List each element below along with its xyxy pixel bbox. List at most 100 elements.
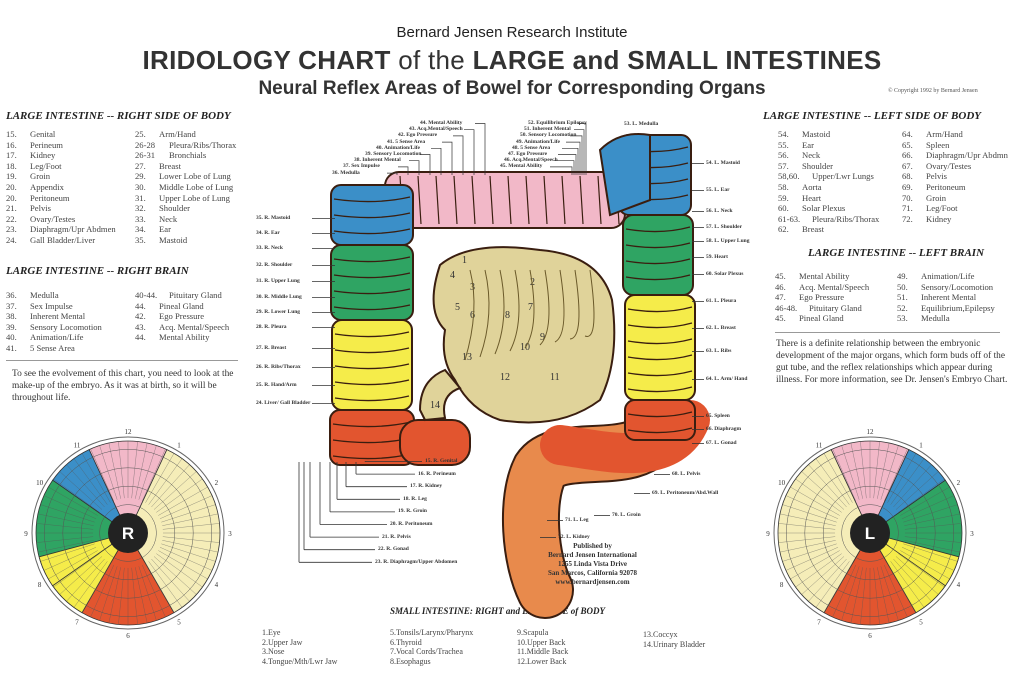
list-item: 46.Acq. Mental/Speech [775,282,869,293]
item-number: 33. [135,213,146,224]
iris-fiber [880,566,899,621]
iris-fiber [801,556,845,595]
item-number: 64. [902,129,913,139]
item-number: 70. [902,192,913,203]
list-item: 69.Peritoneum [902,182,1008,193]
iris-fiber [48,486,98,516]
item-number: 2. [262,637,268,647]
iris-fiber [779,540,836,553]
list-item: 24.Gall Bladder/Liver [6,235,126,246]
item-number: 43. [135,321,146,332]
haustra-line [525,175,530,225]
iris-fiber [162,536,220,543]
haustra-line [597,175,602,225]
list-item: 16.Perineum [6,140,126,151]
leader-line [475,123,486,175]
diagram-label: 59. Heart [706,254,728,260]
clock-number: 12 [867,428,875,436]
haustra-line [579,175,584,225]
section-heading: LARGE INTESTINE -- RIGHT SIDE OF BODY [6,110,231,122]
list-item: 65.Spleen [902,140,1008,151]
clock-number: 7 [817,618,821,626]
item-number: 47. [775,292,786,303]
list-item: 8.Esophagus [390,657,473,667]
iris-fiber [148,561,183,608]
item-number: 66. [902,150,913,161]
iris-fiber [36,523,94,530]
item-label: Pelvis [926,171,948,182]
iris-fiber [81,563,111,613]
item-label: Ovary/Testes [30,213,76,224]
small-intestine-number: 7 [528,302,533,313]
item-label: Esophagus [396,656,431,666]
list-item: 31.Upper Lobe of Lung [135,193,245,204]
diagram-label: 64. L. Arm/ Hand [706,376,748,382]
iris-fiber [161,504,216,523]
haustra-line [332,421,412,428]
item-number: 42. [135,311,146,322]
list-item: 46-48.Pituitary Gland [775,303,869,314]
list-item: 70.Groin [902,193,1008,204]
leader-line [409,160,420,175]
iris-fiber [850,567,863,624]
list-item: 44.Pineal Gland [135,301,229,312]
small-intestine [432,246,616,424]
list-item: 33.Neck [135,214,245,225]
iris-fiber [142,448,166,502]
splenic-flexure [598,133,651,217]
institute-name: Bernard Jensen Research Institute [396,24,628,41]
item-label: Pleura/Ribs/Thorax [812,213,880,224]
item-number: 67. [902,160,913,171]
iris-fiber [99,566,118,621]
iris-fiber [156,553,203,588]
list-item: 38.Inherent Mental [6,311,102,322]
list-item: 17.Kidney [6,150,126,161]
item-number: 71. [902,203,913,214]
item-number: 32. [135,203,146,214]
haustra-line [333,288,411,295]
item-number: 51. [897,292,908,303]
item-label: Coccyx [653,630,678,639]
small-intestine-number: 8 [505,310,510,321]
item-label: Ego Pressure [799,292,845,303]
item-number: 21. [6,203,17,214]
fold-line [524,269,535,349]
clock-number: 1 [919,442,923,450]
fold-line [509,269,520,352]
item-label: Mental Ability [159,332,210,343]
list-item: 29.Lower Lobe of Lung [135,171,245,182]
fold-line [569,269,580,340]
diagram-label: 28. R. Pleura [256,324,287,330]
item-label: Tonsils/Larynx/Pharynx [396,628,474,637]
publisher-line: Published by [573,542,612,550]
item-label: Leg/Foot [30,160,62,171]
iris-fiber [832,564,856,618]
item-label: Shoulder [159,203,191,214]
diagram-label: 70. L. Groin [612,512,641,518]
copyright: © Copyright 1992 by Bernard Jensen [888,88,978,94]
item-label: Pineal Gland [799,313,844,324]
iris-fiber [884,448,908,502]
item-label: Perineum [30,139,63,150]
list-item: 39.Sensory Locomotion [6,322,102,333]
item-number: 60. [778,203,789,214]
iris-fiber [37,540,94,553]
iris-fiber [81,453,111,503]
iris-fiber [43,495,97,519]
diagram-label: 23. R. Diaphragm/Upper Abdomen [375,558,458,565]
item-number: 36. [6,290,17,300]
item-label: Inherent Mental [30,311,86,322]
item-label: Urinary Bladder [653,639,706,649]
iris-fiber [901,547,955,571]
diagram-label: 53. L. Medulla [624,121,659,127]
iris-zone [127,449,221,614]
note: There is a definite relationship between… [776,339,1008,385]
diagram-label: 40. Animation/Life [376,144,421,151]
iris-fiber [873,567,880,625]
list-item: 42.Ego Pressure [135,311,229,322]
